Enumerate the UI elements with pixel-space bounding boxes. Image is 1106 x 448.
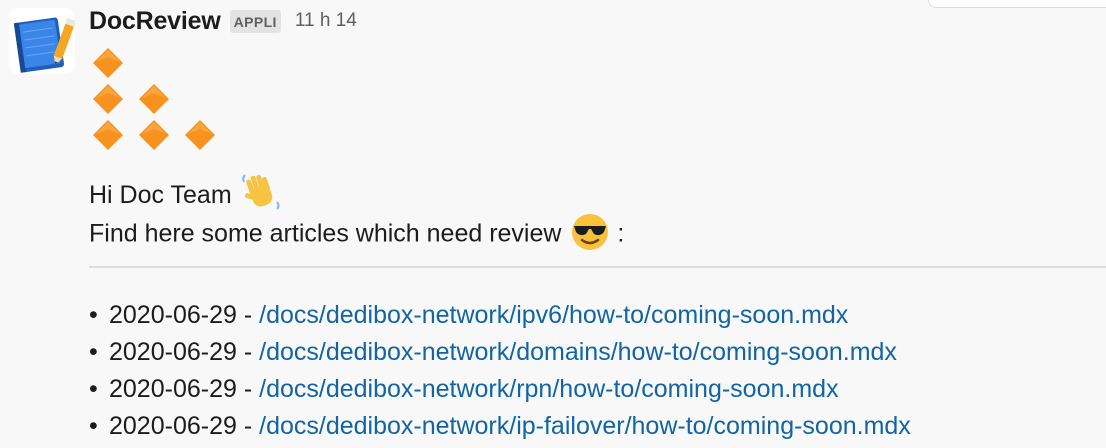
message-divider	[89, 266, 1106, 268]
large-orange-diamond-icon	[93, 48, 123, 78]
item-date: 2020-06-29	[109, 338, 237, 366]
item-separator: -	[243, 338, 253, 366]
list-item: • 2020-06-29 - /docs/dedibox-network/doma…	[89, 337, 897, 367]
intro-text: Find here some articles which need revie…	[89, 219, 562, 248]
list-item: • 2020-06-29 - /docs/dedibox-network/rpn/…	[89, 374, 839, 404]
article-link[interactable]: /docs/dedibox-network/rpn/how-to/coming-…	[259, 375, 839, 403]
item-date: 2020-06-29	[109, 301, 237, 329]
item-separator: -	[243, 412, 253, 440]
item-date: 2020-06-29	[109, 412, 237, 440]
app-badge: APPLI	[229, 9, 281, 33]
message-header: DocReview APPLI 11 h 14	[89, 6, 357, 36]
item-separator: -	[243, 301, 253, 329]
large-orange-diamond-icon	[185, 120, 215, 150]
bullet: •	[89, 412, 98, 440]
bullet: •	[89, 301, 98, 329]
app-avatar[interactable]	[9, 8, 75, 74]
message-timestamp[interactable]: 11 h 14	[294, 10, 357, 31]
greeting-text: Hi Doc Team	[89, 181, 232, 209]
large-orange-diamond-icon	[93, 84, 123, 114]
message-actions-toolbar[interactable]	[928, 0, 1106, 8]
greeting-line: Hi Doc Team	[89, 174, 281, 212]
item-date: 2020-06-29	[109, 375, 237, 403]
bullet: •	[89, 375, 98, 403]
sender-name[interactable]: DocReview	[89, 6, 221, 35]
article-link[interactable]: /docs/dedibox-network/ip-failover/how-to…	[259, 412, 911, 440]
book-pencil-icon	[9, 8, 75, 74]
large-orange-diamond-icon	[93, 120, 123, 150]
article-link[interactable]: /docs/dedibox-network/ipv6/how-to/coming…	[259, 301, 849, 329]
large-orange-diamond-icon	[139, 120, 169, 150]
smiling-face-with-sunglasses-icon	[572, 214, 609, 250]
bullet: •	[89, 338, 98, 366]
large-orange-diamond-icon	[139, 84, 169, 114]
article-link[interactable]: /docs/dedibox-network/domains/how-to/com…	[259, 338, 897, 366]
item-separator: -	[243, 375, 253, 403]
intro-colon: :	[617, 219, 625, 248]
waving-hand-icon	[241, 174, 280, 211]
list-item: • 2020-06-29 - /docs/dedibox-network/ipv6…	[89, 300, 848, 330]
list-item: • 2020-06-29 - /docs/dedibox-network/ip-f…	[89, 411, 911, 441]
intro-line: Find here some articles which need revie…	[89, 214, 625, 252]
